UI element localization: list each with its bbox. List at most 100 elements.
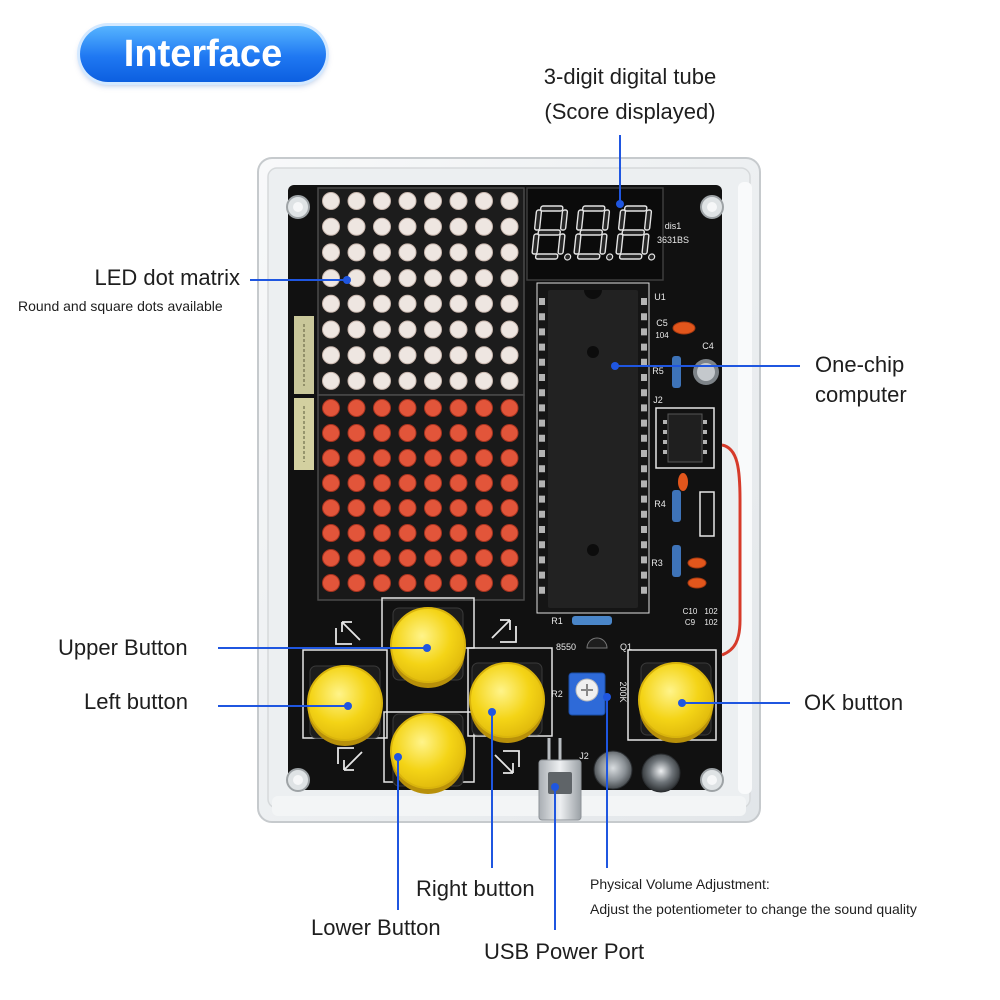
- led-dot: [322, 499, 340, 517]
- q1-label: Q1: [620, 642, 632, 652]
- led-dot: [347, 371, 366, 390]
- led-dot: [373, 449, 391, 467]
- led-dot: [322, 474, 340, 492]
- screw-icon: [700, 195, 724, 219]
- led-dot: [424, 474, 442, 492]
- led-dot: [449, 371, 468, 390]
- callout-dot: [678, 699, 686, 707]
- screw-icon: [700, 768, 724, 792]
- resistor-r3: [672, 545, 681, 577]
- led-dot: [373, 371, 391, 390]
- led-dot: [500, 243, 519, 262]
- led-dot: [475, 320, 493, 339]
- arrow-down-right-icon: [494, 750, 520, 774]
- callout-dot: [344, 702, 352, 710]
- display-part-label: 3631BS: [657, 235, 689, 245]
- led-dot: [424, 371, 442, 390]
- callout-dot: [551, 783, 559, 791]
- volume-label: Physical Volume Adjustment:: [590, 876, 770, 892]
- arrow-up-right-icon: [491, 619, 517, 643]
- c10-value: 102: [704, 607, 718, 616]
- volume-note: Adjust the potentiometer to change the s…: [590, 901, 917, 917]
- led-dot: [449, 217, 468, 236]
- mcu-label-line1: One-chip: [815, 352, 905, 377]
- led-dot: [398, 269, 417, 288]
- usb-j2-label: J2: [579, 751, 589, 761]
- decimal-point: [606, 253, 614, 261]
- led-dot: [322, 217, 340, 236]
- led-dot: [322, 371, 340, 390]
- segment: [573, 233, 582, 255]
- display-label-line2: (Score displayed): [544, 99, 716, 124]
- led-dot: [500, 499, 519, 517]
- callout-dot: [343, 276, 351, 284]
- lower-button-label: Lower Button: [311, 915, 441, 940]
- resistor-r5: [672, 356, 681, 388]
- led-dot: [322, 269, 340, 288]
- led-dot: [347, 294, 366, 313]
- led-dot: [398, 399, 417, 417]
- led-dot: [347, 574, 366, 592]
- led-dot: [347, 217, 366, 236]
- seven-segment-digit: [573, 205, 614, 261]
- callout-dot: [611, 362, 619, 370]
- led-dot: [347, 424, 366, 442]
- segment: [599, 233, 608, 255]
- transistor-q1: [586, 637, 608, 649]
- segment: [615, 233, 624, 255]
- led-dot: [347, 346, 366, 365]
- led-dot: [449, 524, 468, 542]
- led-dot: [424, 499, 442, 517]
- segment: [621, 229, 645, 236]
- led-dot: [373, 217, 391, 236]
- segment: [576, 253, 601, 260]
- led-dot: [475, 217, 493, 236]
- led-dot: [373, 549, 391, 567]
- led-dot: [322, 399, 340, 417]
- r1-label: R1: [551, 616, 563, 626]
- led-dot: [322, 524, 340, 542]
- volume-potentiometer: R2 200K: [551, 672, 628, 716]
- segment: [537, 229, 561, 236]
- callout-dot: [423, 644, 431, 652]
- led-dot: [424, 320, 442, 339]
- led-dot: [449, 294, 468, 313]
- led-dot: [373, 243, 391, 262]
- led-dot: [475, 269, 493, 288]
- led-dot: [373, 399, 391, 417]
- led-dot: [449, 474, 468, 492]
- led-dot: [449, 320, 468, 339]
- lower-button-cap: [390, 713, 466, 794]
- led-dot: [322, 192, 340, 210]
- led-dot: [398, 294, 417, 313]
- pot-value-label: 200K: [618, 681, 628, 702]
- led-dot: [449, 346, 468, 365]
- led-dot: [322, 243, 340, 262]
- led-dot: [347, 243, 366, 262]
- corner-screws: [286, 195, 724, 792]
- c5-value: 104: [655, 331, 669, 340]
- led-dot: [449, 424, 468, 442]
- c5-label: C5: [656, 318, 668, 328]
- led-dot: [322, 549, 340, 567]
- led-dot: [500, 371, 519, 390]
- led-dot: [373, 524, 391, 542]
- led-dot: [424, 524, 442, 542]
- segment: [623, 205, 648, 212]
- led-dot: [398, 243, 417, 262]
- u1-label: U1: [654, 292, 666, 302]
- decimal-point: [564, 253, 572, 261]
- led-dot: [322, 574, 340, 592]
- matrix-label: LED dot matrix: [94, 265, 241, 290]
- led-dot: [424, 243, 442, 262]
- led-dot: [475, 574, 493, 592]
- matrix-note: Round and square dots available: [18, 298, 223, 314]
- right-button-label: Right button: [416, 876, 535, 901]
- led-dot: [347, 192, 366, 210]
- led-dot: [322, 449, 340, 467]
- c9-value: 102: [704, 618, 718, 627]
- chip-notch: [584, 290, 602, 299]
- led-dot: [373, 424, 391, 442]
- led-dot: [373, 474, 391, 492]
- led-dot: [398, 346, 417, 365]
